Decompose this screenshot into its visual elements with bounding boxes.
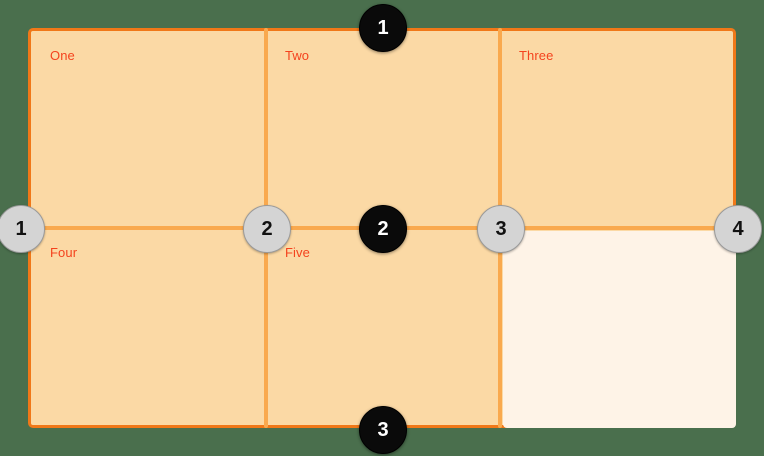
column-handle-3[interactable]: 3 <box>477 205 525 253</box>
column-handle-4[interactable]: 4 <box>714 205 762 253</box>
row-handle-1[interactable]: 1 <box>359 4 407 52</box>
grid-cell-label: Five <box>285 245 310 260</box>
grid-cell[interactable]: One <box>34 34 269 231</box>
grid-cell[interactable]: Three <box>503 34 736 231</box>
handle-label: 3 <box>377 419 389 441</box>
grid-cell-label: One <box>50 48 75 63</box>
grid-cell-label: Three <box>519 48 554 63</box>
column-handle-2[interactable]: 2 <box>243 205 291 253</box>
row-handle-3[interactable]: 3 <box>359 406 407 454</box>
grid-cell-label: Four <box>50 245 78 260</box>
grid-cell[interactable]: Four <box>34 231 269 428</box>
handle-label: 3 <box>495 218 507 240</box>
row-handle-2[interactable]: 2 <box>359 205 407 253</box>
handle-label: 1 <box>15 218 27 240</box>
handle-label: 4 <box>732 218 744 240</box>
handle-label: 2 <box>377 218 389 240</box>
handle-label: 1 <box>377 17 389 39</box>
grid-cell[interactable]: Five <box>269 231 503 428</box>
handle-label: 2 <box>261 218 273 240</box>
grid-cell[interactable]: Two <box>269 34 503 231</box>
grid-cell[interactable] <box>503 231 736 428</box>
grid-cell-label: Two <box>285 48 310 63</box>
